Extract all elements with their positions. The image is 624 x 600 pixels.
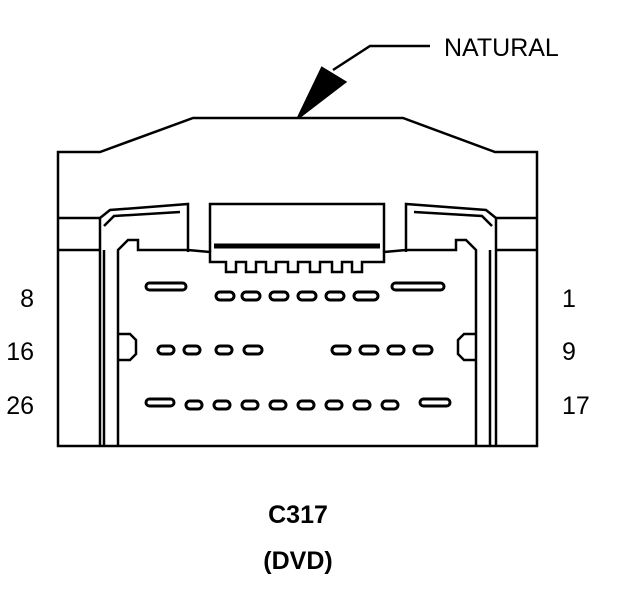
connector-housing — [56, 116, 539, 448]
natural-leader-arrow — [296, 66, 348, 119]
pin-cavity — [330, 344, 352, 356]
pin-cavity — [352, 399, 372, 411]
pin-cavity — [214, 290, 236, 302]
latch-window — [208, 202, 386, 252]
housing-shoulder-left — [58, 216, 102, 446]
connector-subtitle: (DVD) — [263, 547, 333, 575]
pin-cavity — [268, 290, 290, 302]
pin-label-row1-left: 8 — [20, 285, 34, 313]
pin-label-row3-left: 26 — [6, 392, 34, 420]
pin-label-row2-left: 16 — [6, 338, 34, 366]
pin-cavity — [418, 397, 452, 408]
pin-cavity — [324, 399, 344, 411]
pin-cavity — [324, 290, 346, 302]
housing-inner-top-left — [99, 202, 190, 252]
right-key — [456, 332, 476, 362]
pin-cavity — [380, 399, 400, 411]
pin-cavity — [386, 344, 406, 356]
natural-leader-line — [332, 44, 430, 72]
pin-cavity — [358, 344, 380, 356]
pin-cavity — [390, 281, 446, 292]
pin-cavity — [156, 344, 176, 356]
pin-cavity — [214, 344, 234, 356]
housing-inner-top-right-2 — [413, 210, 493, 227]
pin-cavity — [240, 399, 260, 411]
pin-cavity — [184, 399, 204, 411]
pin-cavity — [296, 399, 316, 411]
cavity-face — [116, 238, 478, 446]
pin-label-row1-right: 1 — [562, 285, 576, 313]
pin-cavity — [242, 344, 264, 356]
connector-id: C317 — [268, 501, 328, 529]
material-label: NATURAL — [444, 34, 559, 62]
pin-label-row2-right: 9 — [562, 338, 576, 366]
housing-shoulder-right — [494, 216, 537, 446]
pin-cavity — [268, 399, 288, 411]
pin-label-row3-right: 17 — [562, 392, 590, 420]
housing-inner-top-left-2 — [103, 210, 181, 227]
housing-inner-top-right — [404, 202, 497, 252]
pin-cavity — [182, 344, 202, 356]
pin-cavity — [412, 344, 434, 356]
left-key — [118, 332, 138, 362]
pin-cavity — [296, 290, 318, 302]
pin-cavity — [212, 399, 232, 411]
pin-cavity — [144, 397, 176, 408]
pin-cavity — [144, 281, 188, 292]
pin-cavity — [240, 290, 262, 302]
pin-cavity — [352, 290, 380, 302]
